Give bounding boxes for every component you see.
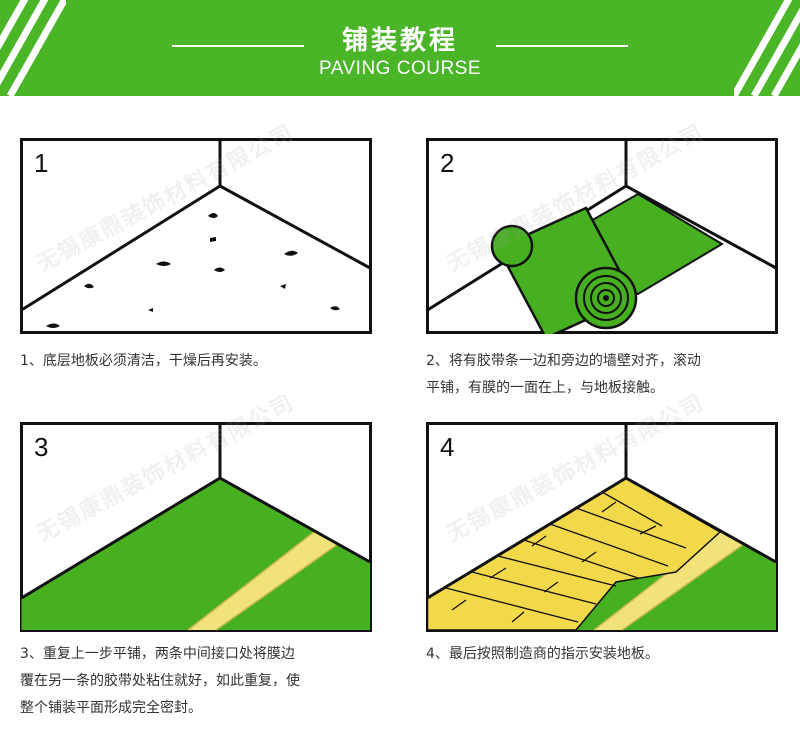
caption-line: 平铺，有膜的一面在上，与地板接触。: [426, 380, 664, 396]
step-1-panel: 1: [20, 138, 372, 334]
step-1-caption: 1、底层地板必须清洁，干燥后再安装。: [20, 348, 390, 375]
stripe-decoration-right: [734, 0, 800, 96]
step-number: 2: [440, 148, 455, 178]
page-header: 铺装教程 PAVING COURSE: [0, 0, 800, 96]
step-4-illustration: [426, 422, 778, 632]
title-rule-right: [496, 45, 628, 47]
step-2-illustration: [426, 138, 778, 334]
caption-line: 覆在另一条的胶带处粘住就好，如此重复，使: [20, 673, 300, 689]
step-2-caption: 2、将有胶带条一边和旁边的墙壁对齐，滚动 平铺，有膜的一面在上，与地板接触。: [426, 348, 796, 402]
caption-line: 3、重复上一步平铺，两条中间接口处将膜边: [20, 646, 295, 662]
step-number: 3: [34, 432, 49, 462]
step-2-panel: 2: [426, 138, 778, 334]
tape-seam: [188, 532, 338, 630]
wood-floor-boards: [426, 477, 722, 631]
step-4-caption: 4、最后按照制造商的指示安装地板。: [426, 641, 796, 668]
stripe-decoration-left: [0, 0, 66, 96]
step-3-illustration: [20, 422, 372, 632]
caption-line: 1、底层地板必须清洁，干燥后再安装。: [20, 353, 267, 369]
caption-line: 2、将有胶带条一边和旁边的墙壁对齐，滚动: [426, 353, 701, 369]
debris-marks: [46, 213, 340, 328]
step-3-panel: 3: [20, 422, 372, 632]
step-3-caption: 3、重复上一步平铺，两条中间接口处将膜边 覆在另一条的胶带处粘住就好，如此重复，…: [20, 641, 390, 722]
laid-turf: [21, 478, 370, 630]
caption-line: 4、最后按照制造商的指示安装地板。: [426, 646, 659, 662]
step-1-illustration: [20, 138, 372, 334]
step-4-panel: 4: [426, 422, 778, 632]
page-subtitle: PAVING COURSE: [318, 58, 482, 79]
page-title: 铺装教程: [341, 26, 458, 56]
title-rule-left: [172, 45, 304, 47]
step-number: 1: [34, 148, 49, 178]
caption-line: 整个铺装平面形成完全密封。: [20, 700, 202, 716]
turf-roll-end: [574, 266, 638, 330]
step-number: 4: [440, 432, 455, 462]
